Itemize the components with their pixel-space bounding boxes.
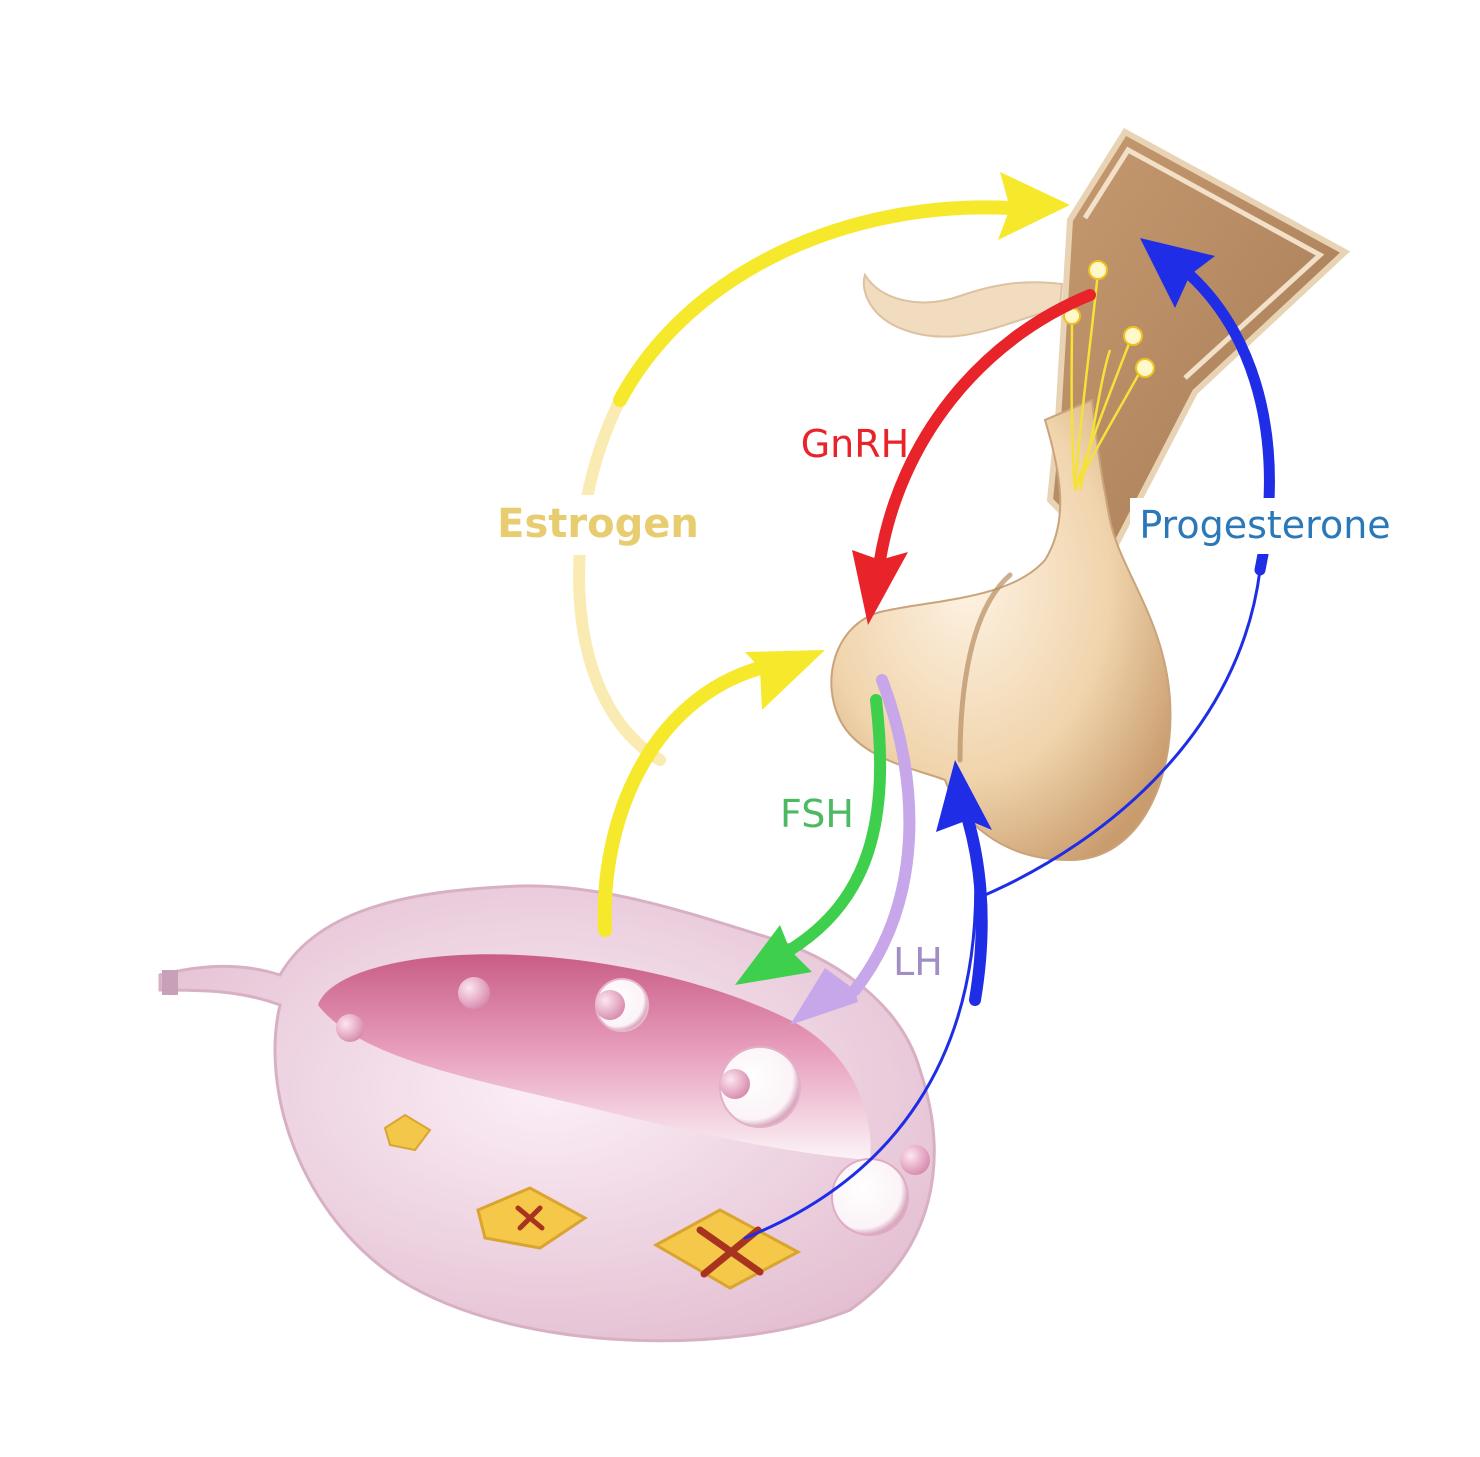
ovary <box>160 886 934 1341</box>
fsh-label: FSH <box>780 792 854 836</box>
lh-label: LH <box>893 940 943 984</box>
gnrh-label: GnRH <box>801 422 910 466</box>
estrogen-arrow-to-pituitary <box>605 650 825 930</box>
estrogen-label: Estrogen <box>497 501 699 547</box>
progesterone-label: Progesterone <box>1139 503 1390 547</box>
